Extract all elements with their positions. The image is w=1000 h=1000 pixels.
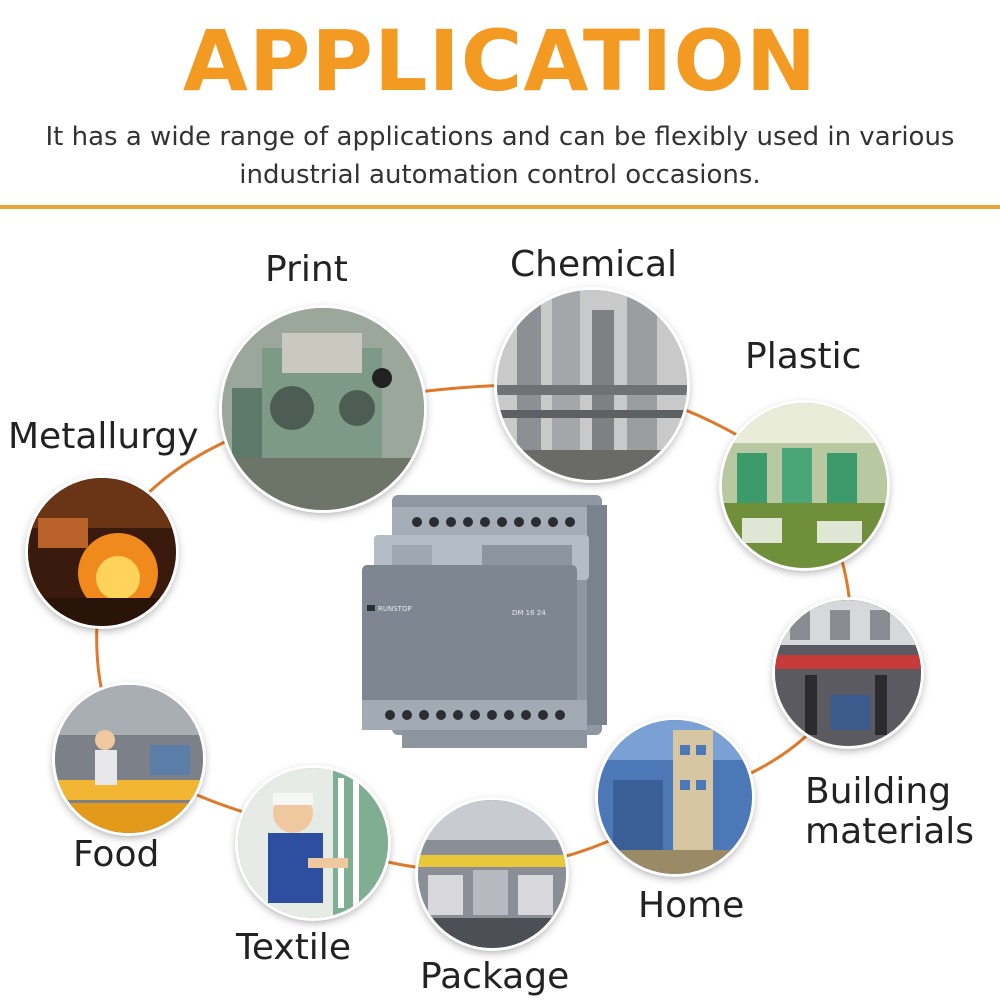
textile-application-image <box>238 768 388 918</box>
subtitle-line-2: industrial automation control occasions. <box>239 160 761 190</box>
food-application-image <box>55 685 203 833</box>
page-title: APPLICATION <box>182 12 818 110</box>
device-brand: RUNSTOP <box>378 605 412 613</box>
building-materials-application-image <box>775 600 921 746</box>
label-textile: Textile <box>236 927 351 968</box>
metallurgy-application-image <box>28 478 176 626</box>
page-subtitle: It has a wide range of applications and … <box>40 118 960 194</box>
header-divider <box>0 205 1000 209</box>
plc-module-image: RUNSTOP DM 16 24 <box>362 495 610 750</box>
label-food: Food <box>73 834 160 875</box>
plastic-application-image <box>722 403 887 568</box>
label-plastic: Plastic <box>745 336 862 377</box>
package-application-image <box>418 800 566 948</box>
print-application-image <box>222 308 424 510</box>
label-building-materials: Building materials <box>805 772 974 852</box>
label-home: Home <box>638 885 745 926</box>
label-print: Print <box>265 249 348 290</box>
label-chemical: Chemical <box>510 244 678 285</box>
label-package: Package <box>420 956 570 997</box>
label-metallurgy: Metallurgy <box>8 416 199 457</box>
label-building-line-1: Building <box>805 771 952 812</box>
label-building-line-2: materials <box>805 811 975 852</box>
chemical-application-image <box>497 290 687 480</box>
home-application-image <box>598 720 752 874</box>
subtitle-line-1: It has a wide range of applications and … <box>45 122 955 152</box>
device-model: DM 16 24 <box>512 609 546 617</box>
